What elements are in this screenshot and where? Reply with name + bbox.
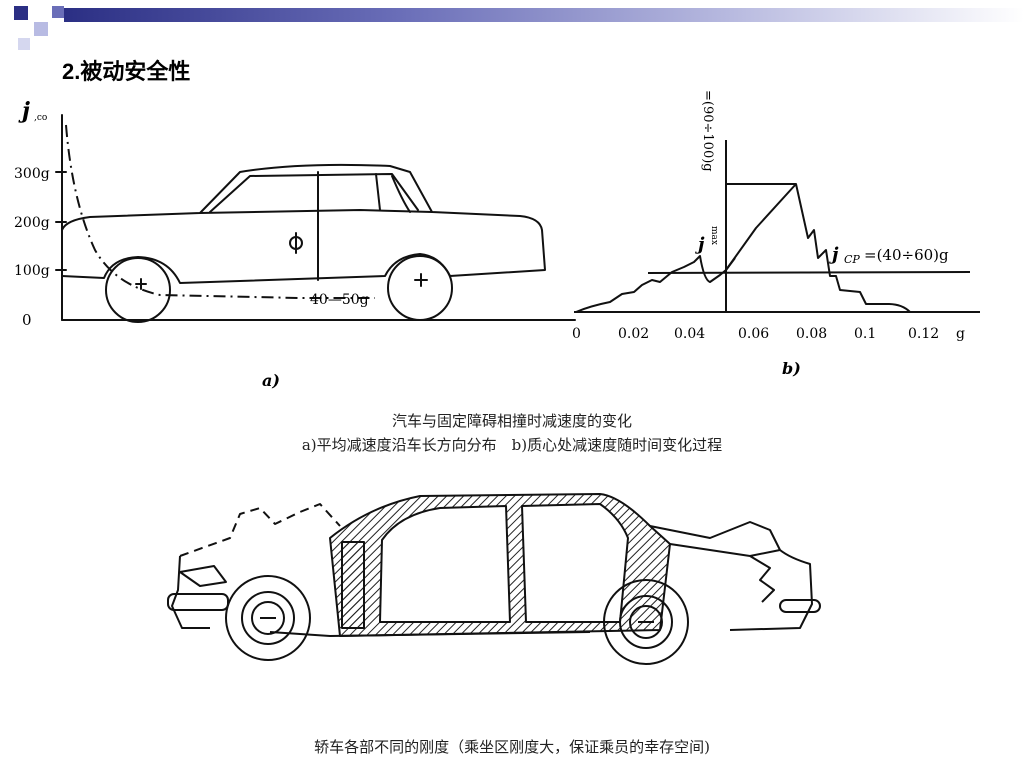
crumpled-trunk — [649, 521, 813, 631]
header-square-mid — [52, 6, 64, 18]
fig-a-tick-0: 0 — [22, 311, 32, 329]
rear-bumper — [779, 599, 821, 613]
fig1-caption-sub: a)平均减速度沿车长方向分布 b)质心处减速度随时间变化过程 — [301, 436, 723, 454]
front-window — [379, 505, 511, 623]
fig-b-x-unit: g — [956, 326, 965, 342]
fig-b-avg-value: =(40÷60)g — [864, 246, 949, 264]
crumpled-hood — [179, 503, 341, 557]
header-square-pale — [18, 38, 30, 50]
slide-title: 2.被动安全性 — [62, 59, 191, 84]
car-body-outline — [61, 163, 546, 284]
car-window-frame — [209, 173, 419, 213]
fig-a-y-label: j — [18, 98, 30, 124]
fig-b-xtick-1: 0.02 — [618, 326, 649, 342]
fig-a-tick-100: 100g — [14, 263, 50, 279]
fig-a-panel-label: a) — [262, 371, 280, 390]
fig1-caption-title: 汽车与固定障碍相撞时减速度的变化 — [391, 412, 632, 430]
fig-a-y-sub: ,co — [34, 113, 47, 123]
fig-b-y-axis-text: =(90÷100)g — [700, 90, 715, 172]
fig-a-annotation: 40—50g — [310, 292, 369, 308]
fig-b-xtick-2: 0.04 — [674, 326, 705, 342]
fig-a-deceleration-curve — [65, 124, 375, 299]
fig-b-y-label: j — [695, 234, 705, 255]
figure-b: =(90÷100)g j max j CP =(40÷60)g 0 0.02 0… — [572, 90, 980, 378]
fig-b-avg-line — [647, 271, 971, 274]
fig-b-deceleration-curve — [575, 183, 911, 313]
front-bumper — [167, 593, 229, 611]
rear-window — [521, 503, 629, 623]
rear-wheel-outer — [603, 579, 689, 665]
fig-b-xtick-5: 0.1 — [854, 326, 876, 342]
front-end — [171, 555, 210, 629]
fig2-caption: 轿车各部不同的刚度（乘坐区刚度大，保证乘员的幸存空间) — [314, 738, 710, 756]
a-pillar-block — [341, 541, 365, 629]
header-square-light — [34, 22, 48, 36]
fig-a-tick-200: 200g — [14, 215, 50, 231]
figure-2-car-stiffness — [167, 493, 821, 665]
fig-b-avg-sub: CP — [844, 253, 860, 266]
fig-b-xtick-6: 0.12 — [908, 326, 939, 342]
header-square-dark — [14, 6, 28, 20]
fig-a-tick-300: 300g — [14, 166, 50, 182]
fig-b-xtick-3: 0.06 — [738, 326, 769, 342]
rear-wheel — [387, 255, 453, 321]
fig-b-panel-label: b) — [782, 359, 801, 378]
car-window-line — [199, 209, 433, 214]
header-gradient-bar — [64, 8, 1024, 22]
fig-b-y-sub: max — [709, 226, 719, 245]
front-wheel — [105, 257, 171, 323]
car-rear-window — [391, 175, 411, 213]
figure-a: j ,co 300g 200g 100g 0 40—50g a) — [14, 98, 576, 390]
fig-b-xtick-4: 0.08 — [796, 326, 827, 342]
fig-b-avg-label: j — [829, 244, 839, 265]
fig-b-xtick-0: 0 — [572, 326, 581, 342]
front-wheel-outer — [225, 575, 311, 661]
